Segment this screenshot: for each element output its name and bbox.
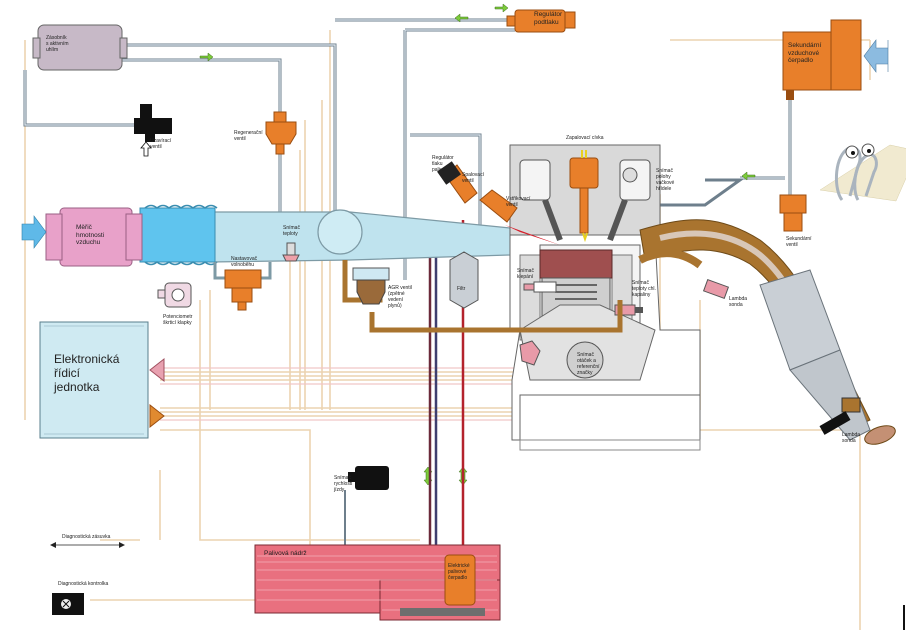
flow-arrow-left-icon: [741, 171, 756, 181]
label-throttle-potentiometer: Potenciometr škrticí klapky: [163, 314, 193, 326]
label-lambda-sensor: Lambda sonda: [729, 296, 748, 308]
intake-temp-sensor: [282, 242, 300, 262]
combustion-chamber: [539, 249, 613, 279]
arrow-right-icon: [21, 215, 47, 249]
label-camshaft-sensor: Snímač polohy vačkové hřídele: [656, 168, 675, 192]
flow-arrow-right-icon: [199, 52, 214, 62]
exhaust-system: [638, 219, 896, 445]
label-fuel-filter: Filtr: [457, 286, 466, 292]
vacuum-regulator: [506, 9, 576, 33]
arrow-up-icon: [140, 141, 152, 157]
label-lambda-sensor-2: Lambda sonda: [842, 432, 861, 444]
throttle-potentiometer: [157, 282, 192, 308]
paperclip-assistant-icon: [819, 143, 906, 202]
label-ignition-coil: Zapalovací cívka: [566, 135, 604, 141]
label-shutoff-valve: Uzavírací ventil: [150, 138, 172, 150]
wiring-harness-pink: [160, 367, 520, 421]
diagnostic-lamp: [52, 593, 84, 615]
label-crank-sensor: Snímač otáček a referenční značky: [577, 352, 600, 376]
label-coolant-sensor: Snímač teploty chl. kapaliny: [632, 280, 656, 298]
fuel-filter: [449, 251, 479, 309]
charcoal-canister: [32, 24, 128, 71]
throttle-body: [317, 209, 363, 255]
label-speed-sensor: Snímač rychlosti jízdy: [334, 475, 353, 493]
label-diagnostic-socket: Diagnostická zásuvka: [62, 534, 111, 540]
label-diagnostic-lamp: Diagnostická kontrolka: [58, 581, 109, 587]
label-secondary-valve: Sekundární ventil: [786, 236, 812, 248]
flow-arrow-left-icon: [454, 13, 469, 23]
flow-arrow-right-icon: [494, 3, 509, 13]
speed-sensor: [344, 466, 389, 550]
intake-duct-fresh: [139, 207, 216, 263]
ignition-coil: [569, 157, 599, 189]
ecu-input-arrow-icon: [149, 357, 165, 383]
label-injector: Vstřikovací ventil: [506, 196, 531, 208]
label-knock-sensor: Snímač klepání: [517, 268, 534, 280]
label-charcoal-canister: Zásobník s aktivním uhlím: [46, 35, 69, 53]
lambda-sensor-2: [819, 411, 851, 435]
secondary-air-valve: [779, 194, 807, 232]
label-start-valve: Spalovací ventil: [462, 172, 484, 184]
label-egr-valve: AGR ventil (zpětné vedení plynů): [388, 285, 412, 309]
crank-position-sensor: [519, 340, 541, 366]
diagnostic-socket-line: [50, 542, 125, 548]
edge-marker: [903, 605, 905, 630]
idle-air-valve: [213, 262, 272, 311]
label-idle-valve: Nastavovač volnoběhu: [231, 256, 258, 268]
label-fuel-pump: Elektrické palivové čerpadlo: [448, 563, 470, 581]
label-fuel-pressure-regulator: Regulátor tlaku paliva: [432, 155, 454, 173]
secondary-air-pump: [782, 19, 862, 100]
regeneration-valve: [265, 111, 297, 155]
fuel-pump: [444, 554, 476, 606]
cylinder-head: [519, 150, 651, 243]
fuel-tank: [254, 544, 501, 621]
fuel-injector: [437, 161, 560, 245]
ecu-output-arrow-icon: [149, 403, 165, 429]
label-regeneration-valve: Regenerační ventil: [234, 130, 263, 142]
coolant-temp-sensor: [614, 304, 643, 316]
label-temp-sensor: Snímač teploty: [283, 225, 300, 237]
ecu-box: [39, 321, 149, 439]
knock-sensor: [523, 281, 557, 293]
label-fuel-tank: Palivová nádrž: [264, 550, 307, 557]
arrow-left-icon: [863, 39, 889, 73]
lambda-sensor-1: [702, 278, 730, 300]
label-vacuum-regulator: Regulátor podtlaku: [534, 11, 563, 26]
egr-valve: [342, 260, 623, 333]
shutoff-valve: [134, 104, 172, 157]
label-air-mass-meter: Měřič hmotnosti vzduchu: [76, 224, 105, 246]
label-secondary-air-pump: Sekundární vzduchové čerpadlo: [788, 42, 822, 64]
label-ecu: Elektronická řídicí jednotka: [54, 352, 120, 394]
